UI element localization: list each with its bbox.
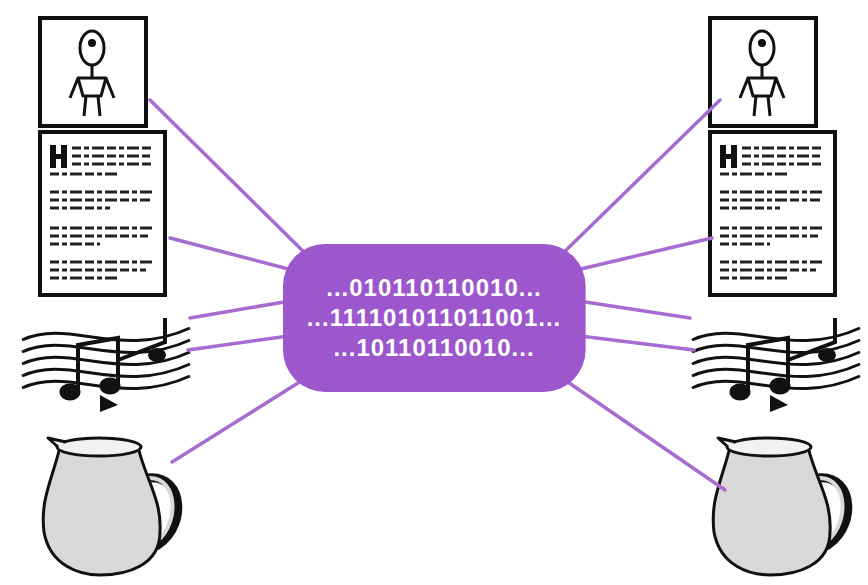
binary-text: ...111101011011001... [307, 303, 562, 333]
tentacle-lines [150, 100, 725, 490]
binary-text: ...010110110010... [326, 273, 542, 303]
binary-text: ...10110110010... [333, 333, 534, 363]
left-icons [22, 18, 190, 575]
binary-blob: ...010110110010......111101011011001....… [283, 244, 586, 392]
